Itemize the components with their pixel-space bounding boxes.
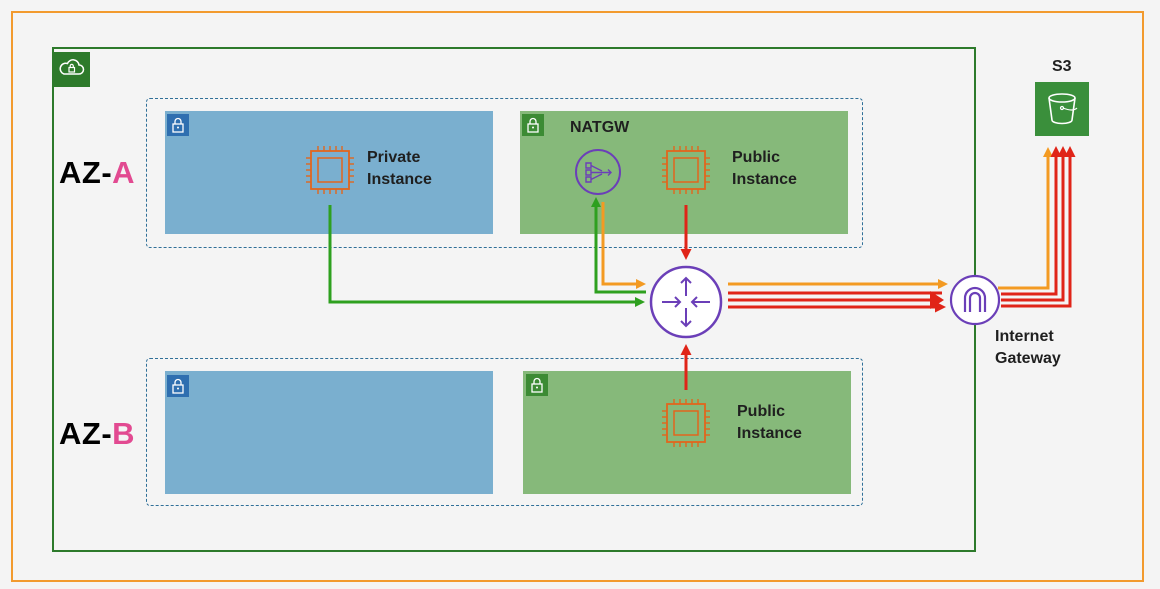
ec2-chip-icon [661,145,711,195]
az-a-box [146,98,863,248]
private-subnet-a-badge [167,114,189,136]
arrow-igw-to-s3-red-1 [1001,146,1062,296]
az-a-prefix: AZ- [59,155,113,190]
internet-gateway-label-line2: Gateway [995,350,1061,367]
private-instance-label: Private Instance [367,147,432,191]
arrow-igw-to-s3-orange [998,147,1053,290]
cloud-lock-icon [59,59,85,75]
public-subnet-b [523,371,851,494]
internet-gateway-label: Internet Gateway [995,326,1061,370]
az-a-letter: A [112,155,136,190]
private-subnet-b-badge [167,375,189,397]
arrow-router-to-nat [591,197,646,294]
arrow-nat-to-router [601,202,646,289]
private-instance-label-line1: Private [367,149,421,166]
s3-bucket-icon [1035,82,1089,136]
nat-gateway-icon [575,149,621,195]
public-instance-a-label-line1: Public [732,149,781,166]
lock-icon [531,377,543,393]
arrow-router-to-igw-red-head [930,291,944,309]
ec2-chip-icon [661,398,711,448]
s3-label: S3 [1052,58,1072,75]
internet-gateway-icon [949,274,1001,326]
router-icon [649,265,723,339]
public-instance-a-label-line2: Instance [732,171,797,188]
public-instance-b-label: Public Instance [737,401,802,445]
public-subnet-a-badge [522,114,544,136]
nat-gateway-label: NATGW [570,119,630,136]
public-instance-b-label-line1: Public [737,403,786,420]
az-a-label: AZ-A [59,155,135,191]
public-instance-a-label: Public Instance [732,147,797,191]
arrow-private-to-router [328,205,645,307]
internet-gateway-label-line1: Internet [995,328,1054,345]
az-b-label: AZ-B [59,416,135,452]
lock-icon [172,378,184,394]
arrow-igw-to-s3-red-2 [1001,146,1069,302]
lock-icon [527,117,539,133]
public-subnet-b-badge [526,374,548,396]
public-subnet-a [520,111,848,234]
public-instance-b-label-line2: Instance [737,425,802,442]
arrow-igw-to-s3-red-3 [1001,146,1076,308]
private-instance-label-line2: Instance [367,171,432,188]
az-b-prefix: AZ- [59,416,113,451]
lock-icon [172,117,184,133]
ec2-chip-icon [305,145,355,195]
vpc-badge [53,52,90,87]
private-subnet-b [165,371,493,494]
az-b-box [146,358,863,506]
az-b-letter: B [112,416,136,451]
region-border [11,11,1144,582]
